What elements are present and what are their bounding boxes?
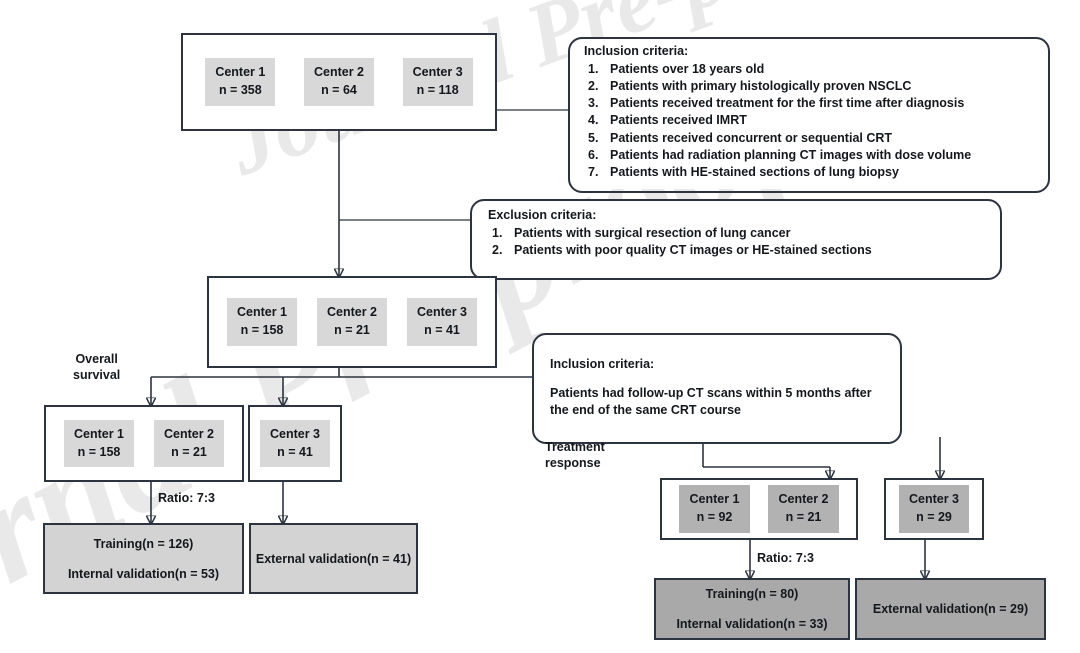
- center-label: Center 3: [269, 426, 321, 441]
- criteria-number: 1.: [588, 62, 599, 76]
- criteria-text: Patients received concurrent or sequenti…: [610, 130, 893, 145]
- center-count: n = 29: [916, 510, 952, 524]
- criteria-text: Patients with HE-stained sections of lun…: [610, 164, 899, 179]
- cohort-chip-center-3: Center 3 n = 41: [406, 298, 478, 346]
- exclusion-criteria-title: Exclusion criteria:: [488, 208, 597, 222]
- criteria-text: Patients over 18 years old: [610, 62, 765, 76]
- response-inclusion-title: Inclusion criteria:: [550, 357, 655, 372]
- inclusion-criteria-box: Inclusion criteria: 1. Patients over 18 …: [568, 37, 1046, 189]
- criteria-number: 2.: [492, 243, 503, 258]
- center-label: Center 1: [73, 426, 125, 441]
- center-label: Center 1: [689, 492, 740, 507]
- center-label: Center 2: [163, 426, 215, 441]
- criteria-number: 4.: [588, 113, 599, 128]
- criteria-text: Patients received IMRT: [610, 113, 747, 128]
- center-count: n = 158: [77, 444, 121, 459]
- external-validation-count: External validation(n = 29): [872, 602, 1029, 616]
- criteria-text: Patients had radiation planning CT image…: [610, 147, 972, 162]
- response-inclusion-body: Patients had follow-up CT scans within 5…: [550, 386, 872, 417]
- criteria-text: Patients received treatment for the firs…: [610, 96, 965, 111]
- exclusion-criteria-list: 1. Patients with surgical resection of l…: [484, 225, 988, 259]
- center-label: Center 1: [215, 65, 266, 80]
- response-inclusion-criteria-box: Inclusion criteria: Patients had follow-…: [532, 333, 902, 444]
- center-count: n = 118: [416, 83, 459, 97]
- criteria-item: 2. Patients with primary histologically …: [580, 78, 1034, 95]
- center-label: Center 2: [778, 492, 829, 507]
- os-external-center-box: Center 3 n = 41: [248, 405, 342, 482]
- center-count: n = 41: [424, 323, 460, 337]
- internal-validation-count: Internal validation(n = 33): [676, 617, 828, 631]
- cohort-chip-center-3: Center 3 n = 41: [259, 419, 331, 468]
- center-label: Center 3: [416, 305, 468, 320]
- cohort-chip-center-1: Center 1 n = 158: [226, 298, 298, 346]
- center-label: Center 3: [908, 492, 960, 507]
- os-training-validation-box: Training(n = 126) Internal validation(n …: [43, 523, 244, 594]
- internal-validation-count: Internal validation(n = 53): [67, 566, 220, 581]
- enrolled-cohort-box: Center 1 n = 358 Center 2 n = 64 Center …: [181, 33, 497, 131]
- cohort-chip-center-2: Center 2 n = 21: [768, 485, 839, 533]
- center-label: Center 3: [412, 65, 463, 80]
- inclusion-criteria-list: 1. Patients over 18 years old 2. Patient…: [580, 61, 1034, 181]
- criteria-item: 7. Patients with HE-stained sections of …: [580, 164, 1034, 181]
- criteria-text: Patients with poor quality CT images or …: [514, 243, 872, 258]
- cohort-chip-center-3: Center 3 n = 29: [898, 485, 970, 533]
- criteria-item: 3. Patients received treatment for the f…: [580, 95, 1034, 112]
- response-internal-centers-box: Center 1 n = 92 Center 2 n = 21: [660, 478, 858, 540]
- criteria-number: 1.: [492, 226, 503, 240]
- center-count: n = 21: [785, 510, 822, 524]
- treatment-response-label: Treatment response: [545, 440, 605, 470]
- criteria-text: Patients with surgical resection of lung…: [514, 226, 791, 240]
- criteria-item: 5. Patients received concurrent or seque…: [580, 130, 1034, 147]
- center-label: Center 1: [236, 305, 288, 320]
- os-external-validation-box: External validation(n = 41): [249, 523, 418, 594]
- cohort-chip-center-1: Center 1 n = 358: [205, 58, 276, 106]
- training-count: Training(n = 126): [93, 536, 194, 551]
- criteria-number: 7.: [588, 164, 599, 179]
- criteria-item: 6. Patients had radiation planning CT im…: [580, 147, 1034, 164]
- center-label: Center 2: [326, 305, 378, 320]
- center-count: n = 64: [321, 83, 357, 97]
- response-ratio-label: Ratio: 7:3: [757, 551, 814, 565]
- criteria-number: 6.: [588, 147, 599, 162]
- criteria-text: Patients with primary histologically pro…: [610, 79, 912, 94]
- cohort-chip-center-1: Center 1 n = 158: [63, 419, 135, 468]
- criteria-item: 2. Patients with poor quality CT images …: [484, 242, 988, 259]
- center-count: n = 21: [334, 323, 370, 337]
- response-external-center-box: Center 3 n = 29: [884, 478, 984, 540]
- eligible-cohort-box: Center 1 n = 158 Center 2 n = 21 Center …: [207, 276, 497, 368]
- center-count: n = 92: [696, 510, 733, 524]
- exclusion-criteria-box: Exclusion criteria: 1. Patients with sur…: [470, 199, 1002, 280]
- cohort-chip-center-2: Center 2 n = 64: [303, 58, 374, 106]
- os-internal-centers-box: Center 1 n = 158 Center 2 n = 21: [44, 405, 244, 482]
- training-count: Training(n = 80): [705, 587, 799, 601]
- inclusion-criteria-title: Inclusion criteria:: [584, 44, 689, 58]
- center-label: Center 2: [313, 65, 364, 80]
- criteria-item: 1. Patients with surgical resection of l…: [484, 225, 988, 242]
- cohort-chip-center-1: Center 1 n = 92: [679, 485, 750, 533]
- center-count: n = 41: [277, 444, 313, 459]
- criteria-number: 5.: [588, 130, 599, 145]
- cohort-chip-center-2: Center 2 n = 21: [153, 419, 225, 468]
- external-validation-count: External validation(n = 41): [255, 551, 412, 566]
- criteria-item: 4. Patients received IMRT: [580, 112, 1034, 129]
- center-count: n = 358: [218, 83, 262, 97]
- center-count: n = 21: [171, 444, 207, 459]
- criteria-number: 3.: [588, 96, 599, 111]
- center-count: n = 158: [240, 323, 284, 337]
- os-ratio-label: Ratio: 7:3: [158, 491, 215, 505]
- overall-survival-label: Overall survival: [73, 352, 121, 382]
- cohort-chip-center-3: Center 3 n = 118: [402, 58, 473, 106]
- response-training-validation-box: Training(n = 80) Internal validation(n =…: [654, 578, 850, 640]
- cohort-chip-center-2: Center 2 n = 21: [316, 298, 388, 346]
- criteria-number: 2.: [588, 79, 599, 94]
- criteria-item: 1. Patients over 18 years old: [580, 61, 1034, 78]
- response-external-validation-box: External validation(n = 29): [855, 578, 1046, 640]
